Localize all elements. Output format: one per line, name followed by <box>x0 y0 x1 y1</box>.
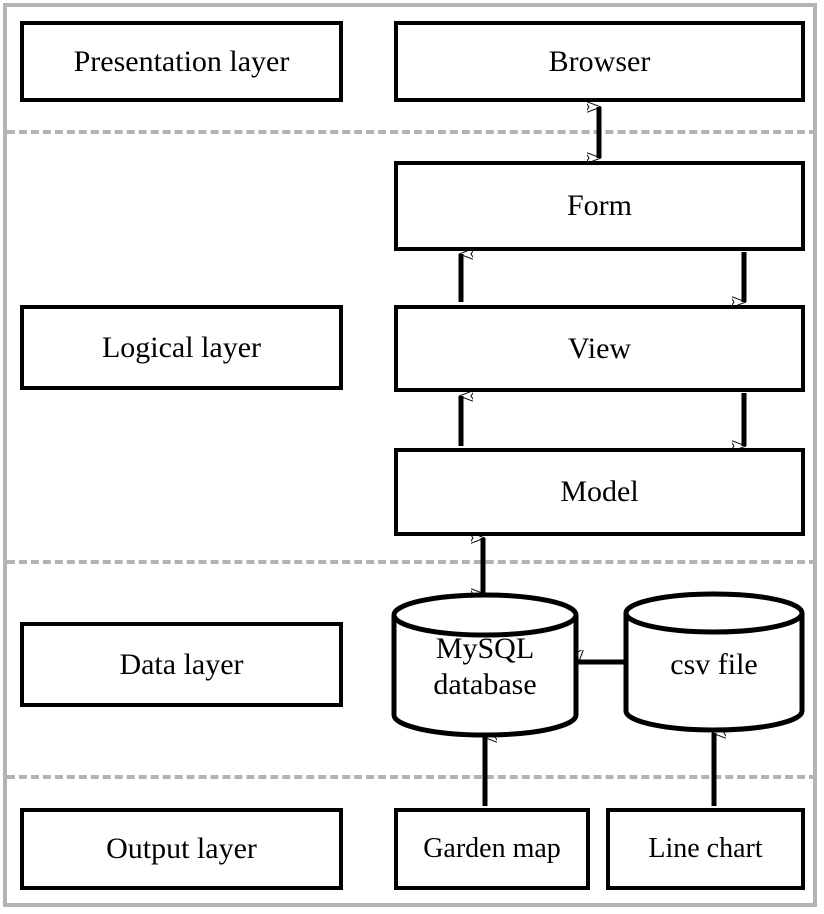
layer-label-output-text: Output layer <box>106 832 257 866</box>
node-csv-file[interactable]: csv file <box>623 591 805 733</box>
node-browser[interactable]: Browser <box>394 21 805 102</box>
node-browser-label: Browser <box>548 44 651 78</box>
layer-label-output: Output layer <box>20 808 343 890</box>
cylinder-shape-mysql <box>391 592 579 738</box>
node-view-label: View <box>567 331 632 365</box>
node-view[interactable]: View <box>394 305 805 392</box>
layer-label-data: Data layer <box>20 622 343 707</box>
layer-label-logical-text: Logical layer <box>101 330 262 364</box>
node-model-label: Model <box>560 475 639 509</box>
cylinder-shape-csv <box>623 591 805 733</box>
node-form[interactable]: Form <box>394 161 805 251</box>
layer-label-presentation: Presentation layer <box>20 21 343 102</box>
node-line-chart-label: Line chart <box>648 833 763 865</box>
layer-label-data-text: Data layer <box>119 647 244 681</box>
node-model[interactable]: Model <box>394 448 805 536</box>
layer-label-presentation-text: Presentation layer <box>73 44 290 78</box>
node-garden-map-label: Garden map <box>423 833 561 865</box>
layer-label-logical: Logical layer <box>20 305 343 390</box>
node-mysql-database[interactable]: MySQL database <box>391 592 579 738</box>
divider-data-output <box>7 775 817 779</box>
node-garden-map[interactable]: Garden map <box>394 808 590 890</box>
divider-presentation-logical <box>7 130 817 134</box>
diagram-frame <box>3 3 817 907</box>
node-line-chart[interactable]: Line chart <box>606 808 805 890</box>
divider-logical-data <box>7 560 817 564</box>
node-form-label: Form <box>566 189 632 223</box>
